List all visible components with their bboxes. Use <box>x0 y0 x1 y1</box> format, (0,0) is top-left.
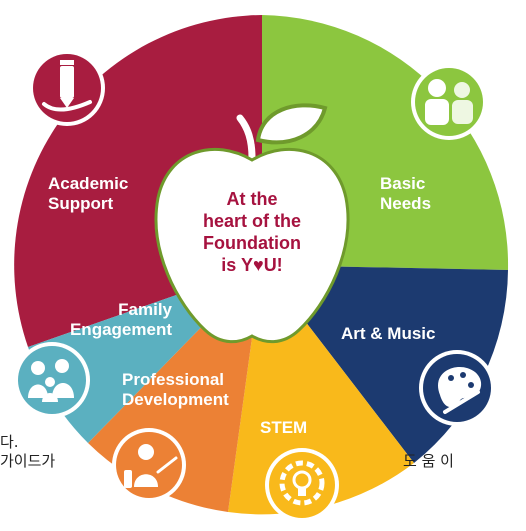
apple-leaf <box>255 103 328 145</box>
center-line2: heart of the <box>202 211 301 231</box>
label-professional-line1: Professional <box>122 370 225 389</box>
family-group-icon <box>14 342 90 418</box>
center-line4-suffix: U! <box>263 255 283 275</box>
label-family-line2: Engagement <box>69 320 172 339</box>
lightbulb-gear-icon <box>265 448 339 522</box>
teacher-pointing-icon <box>112 428 186 502</box>
center-message: At the heart of the Foundation is Y♥U! <box>185 188 319 276</box>
apple-emblem <box>154 103 350 344</box>
apple-body <box>154 147 350 344</box>
center-line4-prefix: is Y <box>221 255 253 275</box>
label-stem: STEM <box>260 418 308 437</box>
paint-palette-icon <box>419 350 495 426</box>
center-line4: is Y♥U! <box>185 254 319 276</box>
center-line1: At the <box>226 189 278 209</box>
heart-icon: ♥ <box>253 255 264 275</box>
two-people-icon <box>411 64 487 140</box>
label-art-music: Art & Music <box>341 324 436 343</box>
label-academic-line1: Academic <box>48 174 129 193</box>
overlay-text-line3: 도 움 이 <box>403 452 454 470</box>
pencil-in-hand-icon <box>29 50 105 126</box>
label-basic-line2: Needs <box>380 194 432 213</box>
label-academic-support: Academic Support <box>48 174 128 214</box>
label-academic-line2: Support <box>48 194 114 213</box>
label-professional-development: Professional Development <box>122 370 229 410</box>
label-family-line1: Family <box>118 300 172 319</box>
overlay-text-line2: 가이드가 <box>0 452 56 470</box>
label-professional-line2: Development <box>122 390 229 409</box>
label-basic-needs: Basic Needs <box>380 174 431 214</box>
center-line3: Foundation <box>203 233 301 253</box>
overlay-text-line1: 다. <box>0 433 19 451</box>
apple-stem <box>236 114 256 162</box>
label-basic-line1: Basic <box>380 174 426 193</box>
label-family-engagement: Family Engagement <box>48 300 172 340</box>
